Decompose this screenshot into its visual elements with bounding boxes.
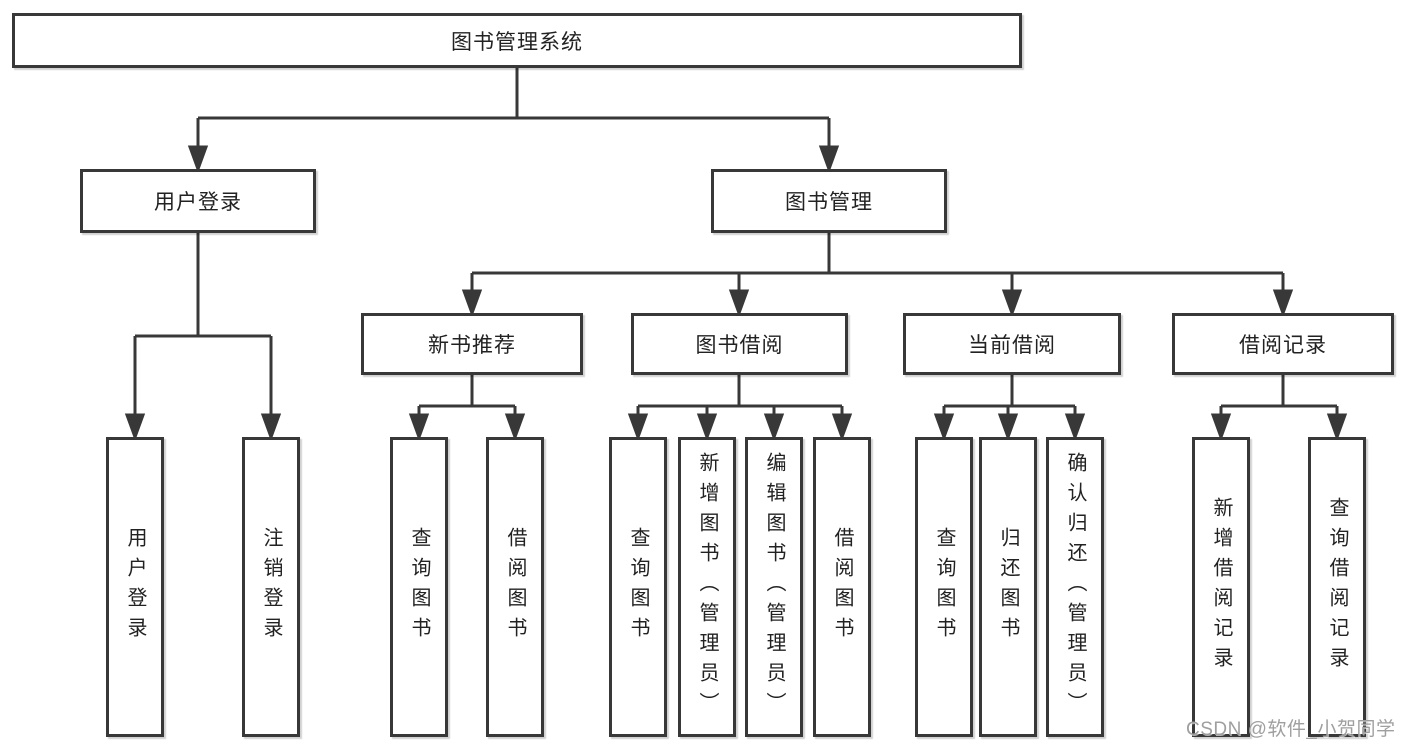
leaf-return-books-label: 归还图书: [997, 527, 1019, 647]
leaf-borrow-books-recommend: 借阅图书: [486, 437, 544, 737]
node-new-book-recommend-label: 新书推荐: [428, 334, 516, 357]
node-borrow-records-label: 借阅记录: [1239, 334, 1327, 357]
leaf-add-book-admin: 新增图书（管理员）: [678, 437, 736, 737]
arrowhead: [1272, 289, 1294, 318]
node-book-management-label: 图书管理: [785, 191, 873, 214]
arrowhead: [1001, 289, 1023, 318]
leaf-query-books-recommend: 查询图书: [390, 437, 448, 737]
leaf-user-login-label: 用户登录: [124, 527, 146, 647]
node-book-borrow-label: 图书借阅: [695, 334, 784, 357]
leaf-query-books-current-label: 查询图书: [933, 527, 955, 647]
arrowhead: [627, 413, 649, 442]
arrowhead: [408, 413, 430, 442]
arrowhead: [504, 413, 526, 442]
arrowhead: [818, 145, 840, 174]
arrowhead: [187, 145, 209, 174]
node-book-borrow: 图书借阅: [631, 313, 848, 375]
leaf-query-books-borrow: 查询图书: [609, 437, 667, 737]
node-new-book-recommend: 新书推荐: [361, 313, 583, 375]
leaf-borrow-books-borrow: 借阅图书: [813, 437, 871, 737]
arrowhead: [997, 413, 1019, 442]
arrowhead: [1210, 413, 1232, 442]
arrowhead: [933, 413, 955, 442]
node-root-label: 图书管理系统: [451, 30, 583, 54]
leaf-query-books-current: 查询图书: [915, 437, 973, 737]
arrowhead: [763, 413, 785, 442]
leaf-query-borrow-record-label: 查询借阅记录: [1326, 497, 1348, 677]
arrowhead: [696, 413, 718, 442]
leaf-logout-label: 注销登录: [260, 527, 282, 647]
leaf-borrow-books-borrow-label: 借阅图书: [831, 527, 853, 647]
node-current-borrow-label: 当前借阅: [968, 334, 1056, 357]
leaf-return-books: 归还图书: [979, 437, 1037, 737]
leaf-edit-book-admin-label: 编辑图书（管理员）: [763, 452, 785, 722]
leaf-query-books-borrow-label: 查询图书: [627, 527, 649, 647]
node-root: 图书管理系统: [12, 13, 1022, 68]
leaf-edit-book-admin: 编辑图书（管理员）: [745, 437, 803, 737]
leaf-confirm-return-admin: 确认归还（管理员）: [1046, 437, 1104, 737]
leaf-add-borrow-record-label: 新增借阅记录: [1210, 497, 1232, 677]
leaf-confirm-return-admin-label: 确认归还（管理员）: [1064, 452, 1086, 722]
leaf-query-borrow-record: 查询借阅记录: [1308, 437, 1366, 737]
arrowhead: [831, 413, 853, 442]
node-user-login-label: 用户登录: [154, 191, 242, 214]
node-book-management: 图书管理: [711, 169, 947, 233]
arrowhead: [1064, 413, 1086, 442]
leaf-borrow-books-recommend-label: 借阅图书: [504, 527, 526, 647]
leaf-user-login: 用户登录: [106, 437, 164, 737]
arrowhead: [1326, 413, 1348, 442]
arrowhead: [124, 413, 146, 442]
arrowhead: [461, 289, 483, 318]
leaf-query-books-recommend-label: 查询图书: [408, 527, 430, 647]
watermark: CSDN @软件_小贺同学: [1186, 719, 1396, 740]
arrowhead: [728, 289, 750, 318]
leaf-add-borrow-record: 新增借阅记录: [1192, 437, 1250, 737]
node-user-login: 用户登录: [80, 169, 316, 233]
node-borrow-records: 借阅记录: [1172, 313, 1394, 375]
node-current-borrow: 当前借阅: [903, 313, 1121, 375]
leaf-logout: 注销登录: [242, 437, 300, 737]
arrowhead: [260, 413, 282, 442]
leaf-add-book-admin-label: 新增图书（管理员）: [696, 452, 718, 722]
